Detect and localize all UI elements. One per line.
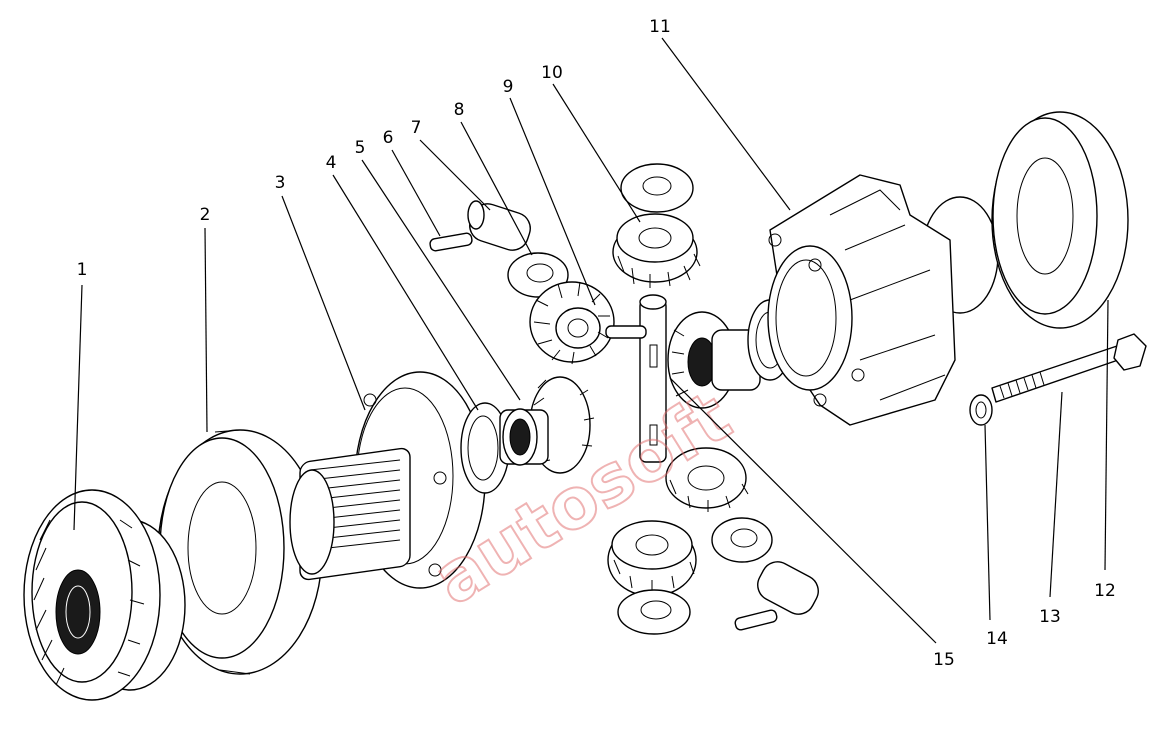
sleeve-part-7 [467, 200, 531, 251]
bearing-ring-part-2 [157, 429, 323, 675]
callout-4: 4 [326, 153, 337, 173]
callout-9: 9 [503, 77, 514, 97]
callout-7: 7 [411, 118, 422, 138]
nut-part-14 [969, 394, 993, 426]
callout-8: 8 [454, 100, 465, 120]
lower-washer-2 [617, 589, 691, 635]
callout-11: 11 [649, 17, 671, 37]
callout-1: 1 [77, 260, 88, 280]
bolt-part-13 [991, 333, 1147, 403]
callout-10: 10 [541, 63, 563, 83]
bearing-ring-part-12 [991, 111, 1129, 329]
pin-part-6 [429, 232, 473, 252]
side-gear-part-5 [499, 376, 595, 474]
cross-shaft-part-15 [605, 294, 667, 463]
callout-14: 14 [986, 629, 1008, 649]
pinion-gear-part-10 [612, 163, 701, 288]
callout-15: 15 [933, 650, 955, 670]
callout-labels: 1 2 3 4 5 6 7 8 9 10 11 12 13 14 15 [77, 17, 1116, 670]
callout-5: 5 [355, 138, 366, 158]
case-half-part-3 [289, 371, 486, 589]
ring-gear-part-1 [23, 489, 186, 701]
lower-pin [734, 609, 778, 631]
callout-13: 13 [1039, 607, 1061, 627]
callout-3: 3 [275, 173, 286, 193]
lower-sleeve [757, 561, 819, 615]
housing-part-11 [767, 174, 999, 426]
callout-12: 12 [1094, 581, 1116, 601]
callout-2: 2 [200, 205, 211, 225]
lower-washer [711, 517, 773, 563]
lower-pinion-gear-2 [607, 520, 697, 597]
callout-6: 6 [383, 128, 394, 148]
lower-pinion-gear [665, 447, 749, 512]
pinion-gear-part-9 [529, 281, 615, 365]
leader-lines [73, 37, 1109, 644]
